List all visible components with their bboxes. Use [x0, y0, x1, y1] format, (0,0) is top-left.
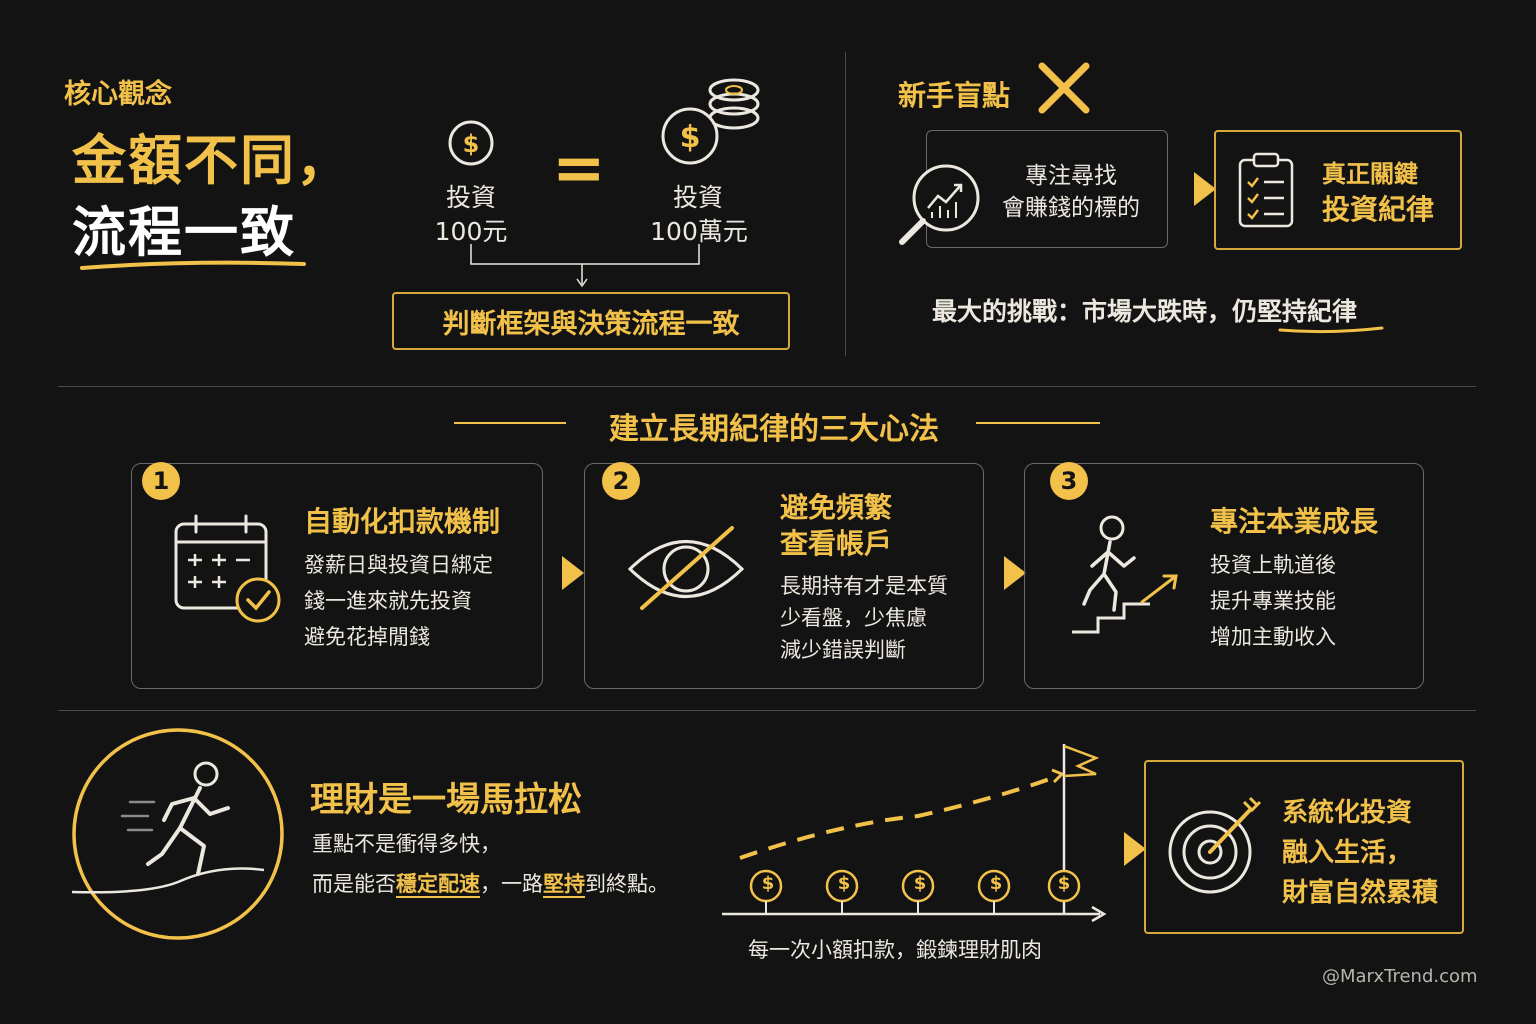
focus-line2: 會賺錢的標的: [1002, 195, 1140, 221]
coin-row: [749, 869, 1081, 914]
method-number-1: 1: [142, 462, 180, 500]
credit-watermark: @MarxTrend.com: [1322, 966, 1478, 987]
core-title-line1: 金額不同，: [72, 129, 352, 192]
method-title-2-line1: 避免頻繁: [780, 491, 893, 524]
focus-line1: 專注尋找: [1025, 163, 1117, 189]
section-rule-right: [976, 422, 1100, 424]
coin-symbol-1: $: [761, 873, 775, 894]
arrow-method-1-2: [562, 556, 584, 590]
equals-sign: =: [552, 132, 606, 206]
marathon-line2-a: 而是能否: [312, 872, 396, 896]
bottom-divider: [58, 710, 1476, 711]
key-box: [1214, 130, 1462, 250]
runner-circle-icon: [71, 728, 284, 940]
method-number-2: 2: [602, 462, 640, 500]
stair-climber-icon: [1072, 515, 1178, 634]
section-rule-left: [454, 422, 566, 424]
middle-divider-top: [58, 386, 1476, 387]
core-result-box: 判斷框架與決策流程一致: [392, 292, 790, 350]
arrow-to-key: [1194, 172, 1216, 206]
method-3-line1: 投資上軌道後: [1210, 553, 1336, 577]
coin-symbol-3: $: [913, 873, 927, 894]
result-line3: 財富自然累積: [1282, 878, 1439, 908]
method-card-1: [131, 463, 543, 689]
cross-icon: [1038, 62, 1090, 114]
clipboard-checklist-icon: [1238, 152, 1294, 228]
result-box: [1144, 760, 1464, 934]
marathon-line2-b: ，一路: [480, 872, 543, 896]
coin-symbol-4: $: [989, 873, 1003, 894]
key-line1: 真正關鍵: [1322, 160, 1418, 188]
core-label: 核心觀念: [64, 79, 172, 110]
method-title-1: 自動化扣款機制: [304, 505, 501, 538]
svg-text:$: $: [463, 130, 480, 158]
coin-symbol-2: $: [837, 873, 851, 894]
calendar-check-icon: [174, 514, 281, 623]
bracket-connector: [470, 244, 700, 288]
right-amount-label1: 投資: [672, 183, 723, 212]
chart-caption: 每一次小額扣款，鍛鍊理財肌肉: [748, 938, 1042, 962]
arrow-method-2-3: [1004, 556, 1026, 590]
method-2-line1: 長期持有才是本質: [780, 574, 948, 598]
marathon-highlight-persist: 堅持: [543, 872, 585, 898]
title-underline: [80, 260, 306, 270]
coin-stack-icon: $: [661, 78, 760, 165]
magnifier-chart-icon: [899, 164, 980, 245]
method-1-line3: 避免花掉閒錢: [304, 625, 430, 649]
left-amount-label2: 100元: [434, 217, 508, 246]
method-card-3: [1024, 463, 1424, 689]
left-amount-label1: 投資: [445, 183, 496, 212]
arrow-to-result: [1124, 832, 1146, 866]
dollar-coin-icon: $: [448, 120, 494, 166]
top-divider: [845, 52, 846, 356]
methods-section-title: 建立長期紀律的三大心法: [609, 412, 939, 447]
marathon-highlight-pace: 穩定配速: [396, 872, 480, 898]
result-line1: 系統化投資: [1282, 798, 1413, 828]
core-result-text: 判斷框架與決策流程一致: [442, 308, 740, 340]
right-amount-label2: 100萬元: [650, 217, 748, 246]
method-3-line3: 增加主動收入: [1210, 625, 1336, 649]
marathon-title: 理財是一場馬拉松: [310, 780, 582, 820]
eye-slash-icon: [627, 526, 745, 610]
blind-label: 新手盲點: [898, 79, 1011, 112]
method-title-3: 專注本業成長: [1210, 505, 1379, 538]
key-line2: 投資紀律: [1322, 193, 1435, 226]
method-2-line2: 少看盤，少焦慮: [780, 606, 927, 630]
method-1-line1: 發薪日與投資日綁定: [304, 553, 493, 577]
challenge-highlight: 堅持紀律: [1257, 297, 1358, 326]
method-3-line2: 提升專業技能: [1210, 589, 1336, 613]
target-arrow-icon: [1168, 796, 1262, 894]
method-number-3: 3: [1050, 462, 1088, 500]
core-title-line2: 流程一致: [72, 201, 296, 264]
growth-illustration: [722, 744, 1107, 923]
method-1-line2: 錢一進來就先投資: [304, 589, 472, 613]
challenge-underline: [1278, 326, 1384, 334]
challenge-prefix: 最大的挑戰：市場大跌時，仍: [932, 297, 1258, 326]
method-2-line3: 減少錯誤判斷: [780, 638, 906, 662]
coin-symbol-5: $: [1057, 873, 1071, 894]
method-card-2: [584, 463, 984, 689]
marathon-line2-c: 到終點。: [585, 872, 669, 896]
result-line2: 融入生活，: [1282, 838, 1413, 868]
marathon-line1: 重點不是衝得多快，: [312, 832, 501, 856]
svg-text:$: $: [680, 120, 701, 155]
method-title-2-line2: 查看帳戶: [780, 527, 893, 560]
marathon-line2: 而是能否穩定配速，一路堅持到終點。: [312, 866, 669, 902]
challenge-text: 最大的挑戰：市場大跌時，仍堅持紀律: [932, 292, 1357, 328]
